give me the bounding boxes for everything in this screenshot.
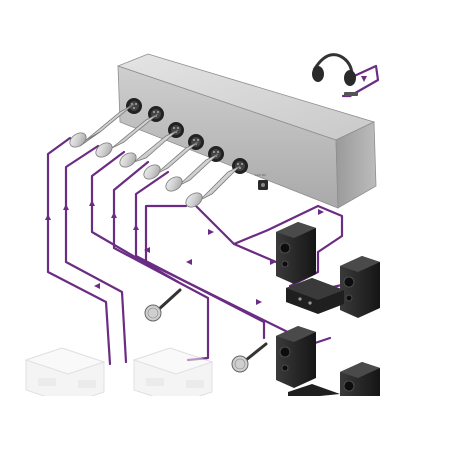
audio-source-icon xyxy=(24,347,106,405)
dc-jack-label: 12V DC xyxy=(255,173,266,177)
arrow-up-icon xyxy=(45,214,51,220)
input-cable-2 xyxy=(64,144,128,364)
dc-power-jack[interactable] xyxy=(258,180,268,190)
xlr-connector-icon[interactable] xyxy=(183,165,241,210)
arrow-right-icon xyxy=(318,209,324,215)
bottom-margin xyxy=(0,396,450,450)
xlr-connector-icon[interactable] xyxy=(93,113,159,160)
xlr-connector-icon[interactable] xyxy=(163,153,219,194)
xlr-connector-icon[interactable] xyxy=(67,103,135,150)
speaker-icon xyxy=(276,326,316,388)
arrow-up-icon xyxy=(133,224,139,230)
device-side-panel xyxy=(335,121,377,209)
cables xyxy=(46,64,380,366)
headphones-icon xyxy=(312,53,358,96)
amplifier-icon xyxy=(286,278,344,314)
arrow-up-icon xyxy=(111,212,117,218)
audio-source-icon xyxy=(132,347,214,405)
arrow-left-icon xyxy=(94,283,100,289)
input-cable-1 xyxy=(46,136,112,366)
speaker-icon xyxy=(276,222,316,284)
xlr-connector-icon[interactable] xyxy=(117,129,179,170)
arrow-left-icon xyxy=(186,259,192,265)
microphone-icon xyxy=(144,288,182,322)
arrow-left-icon xyxy=(144,247,150,253)
amplifier-icon xyxy=(288,384,340,396)
output-cable-1 xyxy=(144,204,332,346)
arrow-right-icon xyxy=(270,259,276,265)
output-cable-2 xyxy=(194,204,344,288)
signal-arrows xyxy=(45,76,367,305)
arrow-down-icon xyxy=(361,76,367,82)
arrow-right-icon xyxy=(256,299,262,305)
arrow-right-icon xyxy=(208,229,214,235)
xlr-connector-icon[interactable] xyxy=(141,141,199,182)
arrow-up-icon xyxy=(89,200,95,206)
microphone-icon xyxy=(231,342,268,373)
speaker-icon xyxy=(340,362,380,396)
xlr-plugs xyxy=(67,103,241,210)
arrow-up-icon xyxy=(63,204,69,210)
mixer-device: 12V DC xyxy=(116,53,377,209)
xlr-socket-1[interactable] xyxy=(126,98,142,114)
input-cable-4 xyxy=(112,160,210,362)
input-cable-5 xyxy=(134,170,266,340)
speaker-icon xyxy=(340,256,380,318)
